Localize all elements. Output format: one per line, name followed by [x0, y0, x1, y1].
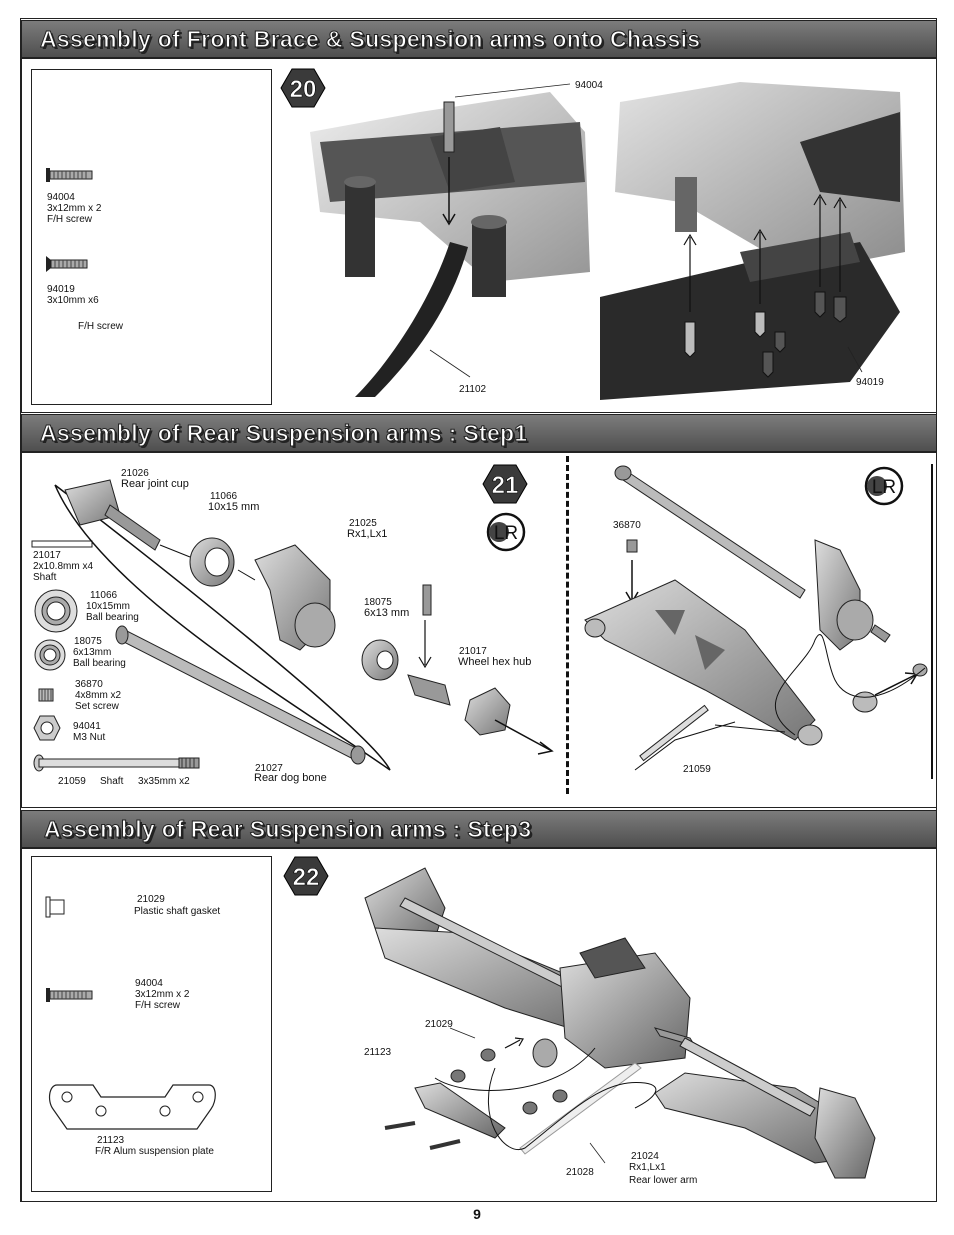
- callout-name: Rx1,Lx1: [629, 1162, 666, 1173]
- part-desc: 3x12mm x 2: [47, 203, 102, 214]
- part-desc: Ball bearing: [73, 658, 126, 669]
- left-right-badge: LR: [486, 512, 526, 552]
- part-desc: 3x12mm x 2: [135, 989, 190, 1000]
- callout-label: 94004: [575, 80, 603, 91]
- callout-code: 21024: [631, 1151, 659, 1162]
- callout-code: 21059: [683, 764, 711, 775]
- callout-code: 21027: [255, 763, 283, 774]
- set-screw-icon: [38, 688, 54, 702]
- step-number: 20: [290, 76, 317, 103]
- part-desc: Set screw: [75, 701, 119, 712]
- callout-name: 10x15 mm: [208, 501, 260, 513]
- rear-suspension-assembly-illustration: [364, 867, 876, 1179]
- callout-name: Wheel hex hub: [458, 656, 532, 668]
- callout-code: 21028: [566, 1167, 594, 1178]
- callout-name: 6x13 mm: [364, 607, 410, 619]
- callout-code: 21029: [425, 1019, 453, 1030]
- badge-text: LR: [494, 523, 518, 544]
- callout-code: 21025: [349, 518, 377, 529]
- part-code: 21017: [33, 550, 61, 561]
- part-desc: 10x15mm: [86, 601, 130, 612]
- section-title: Assembly of Rear Suspension arms : Step1: [40, 420, 528, 447]
- left-right-badge: LR: [864, 466, 904, 506]
- part-code: 21029: [137, 894, 165, 905]
- part-code: 11066: [90, 590, 118, 601]
- callout-name: Rx1,Lx1: [347, 528, 388, 540]
- section-banner-rear-step1: Assembly of Rear Suspension arms : Step1: [21, 414, 937, 452]
- ball-bearing-icon: [34, 589, 78, 633]
- callout-code: 18075: [364, 597, 392, 608]
- part-desc: 3x35mm x2: [138, 776, 190, 787]
- section-title: Assembly of Front Brace & Suspension arm…: [39, 26, 701, 53]
- step-number: 22: [293, 864, 320, 891]
- callout-code: 21123: [364, 1047, 392, 1058]
- rear-arm-assembly-illustration: [584, 465, 928, 771]
- part-code: 21059: [58, 776, 86, 787]
- badge-text: LR: [872, 477, 896, 498]
- flathead-screw-icon: [46, 988, 93, 1002]
- part-desc: Shaft: [100, 776, 124, 787]
- flathead-screw-icon: [46, 168, 93, 182]
- flathead-screw-icon: [46, 256, 88, 272]
- section-divider: [566, 456, 569, 794]
- part-desc: Shaft: [33, 572, 57, 583]
- callout-code: 11066: [210, 491, 238, 502]
- callout-code: 21026: [121, 468, 149, 479]
- parts-box-20: 94004 3x12mm x 2 F/H screw 94019 3x10mm …: [31, 69, 272, 405]
- nut-icon: [33, 715, 61, 741]
- part-desc: 6x13mm: [73, 647, 112, 658]
- part-desc: Ball bearing: [86, 612, 139, 623]
- long-shaft-icon: [33, 754, 200, 772]
- step-number-badge: 22: [283, 856, 329, 896]
- part-desc: 3x10mm x6: [47, 295, 99, 306]
- ball-bearing-icon: [34, 639, 66, 671]
- part-desc: Plastic shaft gasket: [134, 906, 221, 917]
- part-desc: F/R Alum suspension plate: [95, 1146, 214, 1157]
- part-code: 94019: [47, 284, 75, 295]
- callout-name: Rear lower arm: [629, 1175, 698, 1186]
- callout-name: Rear joint cup: [121, 478, 189, 490]
- callout-code: 36870: [613, 520, 641, 531]
- part-code: 18075: [74, 636, 102, 647]
- part-desc: 2x10.8mm x4: [33, 561, 94, 572]
- suspension-plate-icon: [48, 1084, 216, 1130]
- step-number-badge: 21: [482, 464, 528, 504]
- callout-label: 94019: [856, 377, 884, 388]
- parts-box-22: 21029 Plastic shaft gasket 94004 3x12mm …: [31, 856, 272, 1192]
- part-code: 94004: [135, 978, 163, 989]
- part-code: 94004: [47, 192, 75, 203]
- section-banner-front-brace: Assembly of Front Brace & Suspension arm…: [21, 20, 937, 58]
- section-banner-rear-step3: Assembly of Rear Suspension arms : Step3: [21, 810, 937, 848]
- front-brace-illustration: [310, 83, 590, 397]
- part-desc: F/H screw: [47, 214, 92, 225]
- section-panel-22: [21, 848, 937, 1202]
- part-desc: F/H screw: [78, 321, 123, 332]
- callout-label: 21102: [459, 384, 487, 395]
- panel-edge-line: [931, 464, 933, 779]
- shaft-icon: [31, 540, 93, 548]
- step-number: 21: [492, 472, 519, 499]
- part-desc: 4x8mm x2: [75, 690, 122, 701]
- part-code: 94041: [73, 721, 101, 732]
- page-number: 9: [473, 1206, 481, 1222]
- part-code: 21123: [97, 1135, 125, 1146]
- chassis-underside-illustration: [600, 82, 905, 400]
- callout-code: 21017: [459, 646, 487, 657]
- step-number-badge: 20: [280, 68, 326, 108]
- part-code: 36870: [75, 679, 103, 690]
- section-title: Assembly of Rear Suspension arms : Step3: [44, 816, 532, 843]
- callout-name: Rear dog bone: [254, 772, 327, 784]
- section-panel-20: [21, 58, 937, 413]
- part-desc: M3 Nut: [73, 732, 106, 743]
- part-desc: F/H screw: [135, 1000, 180, 1011]
- section-panel-21: [21, 452, 937, 808]
- rear-hub-exploded-illustration: [54, 479, 554, 771]
- shaft-gasket-icon: [45, 896, 65, 918]
